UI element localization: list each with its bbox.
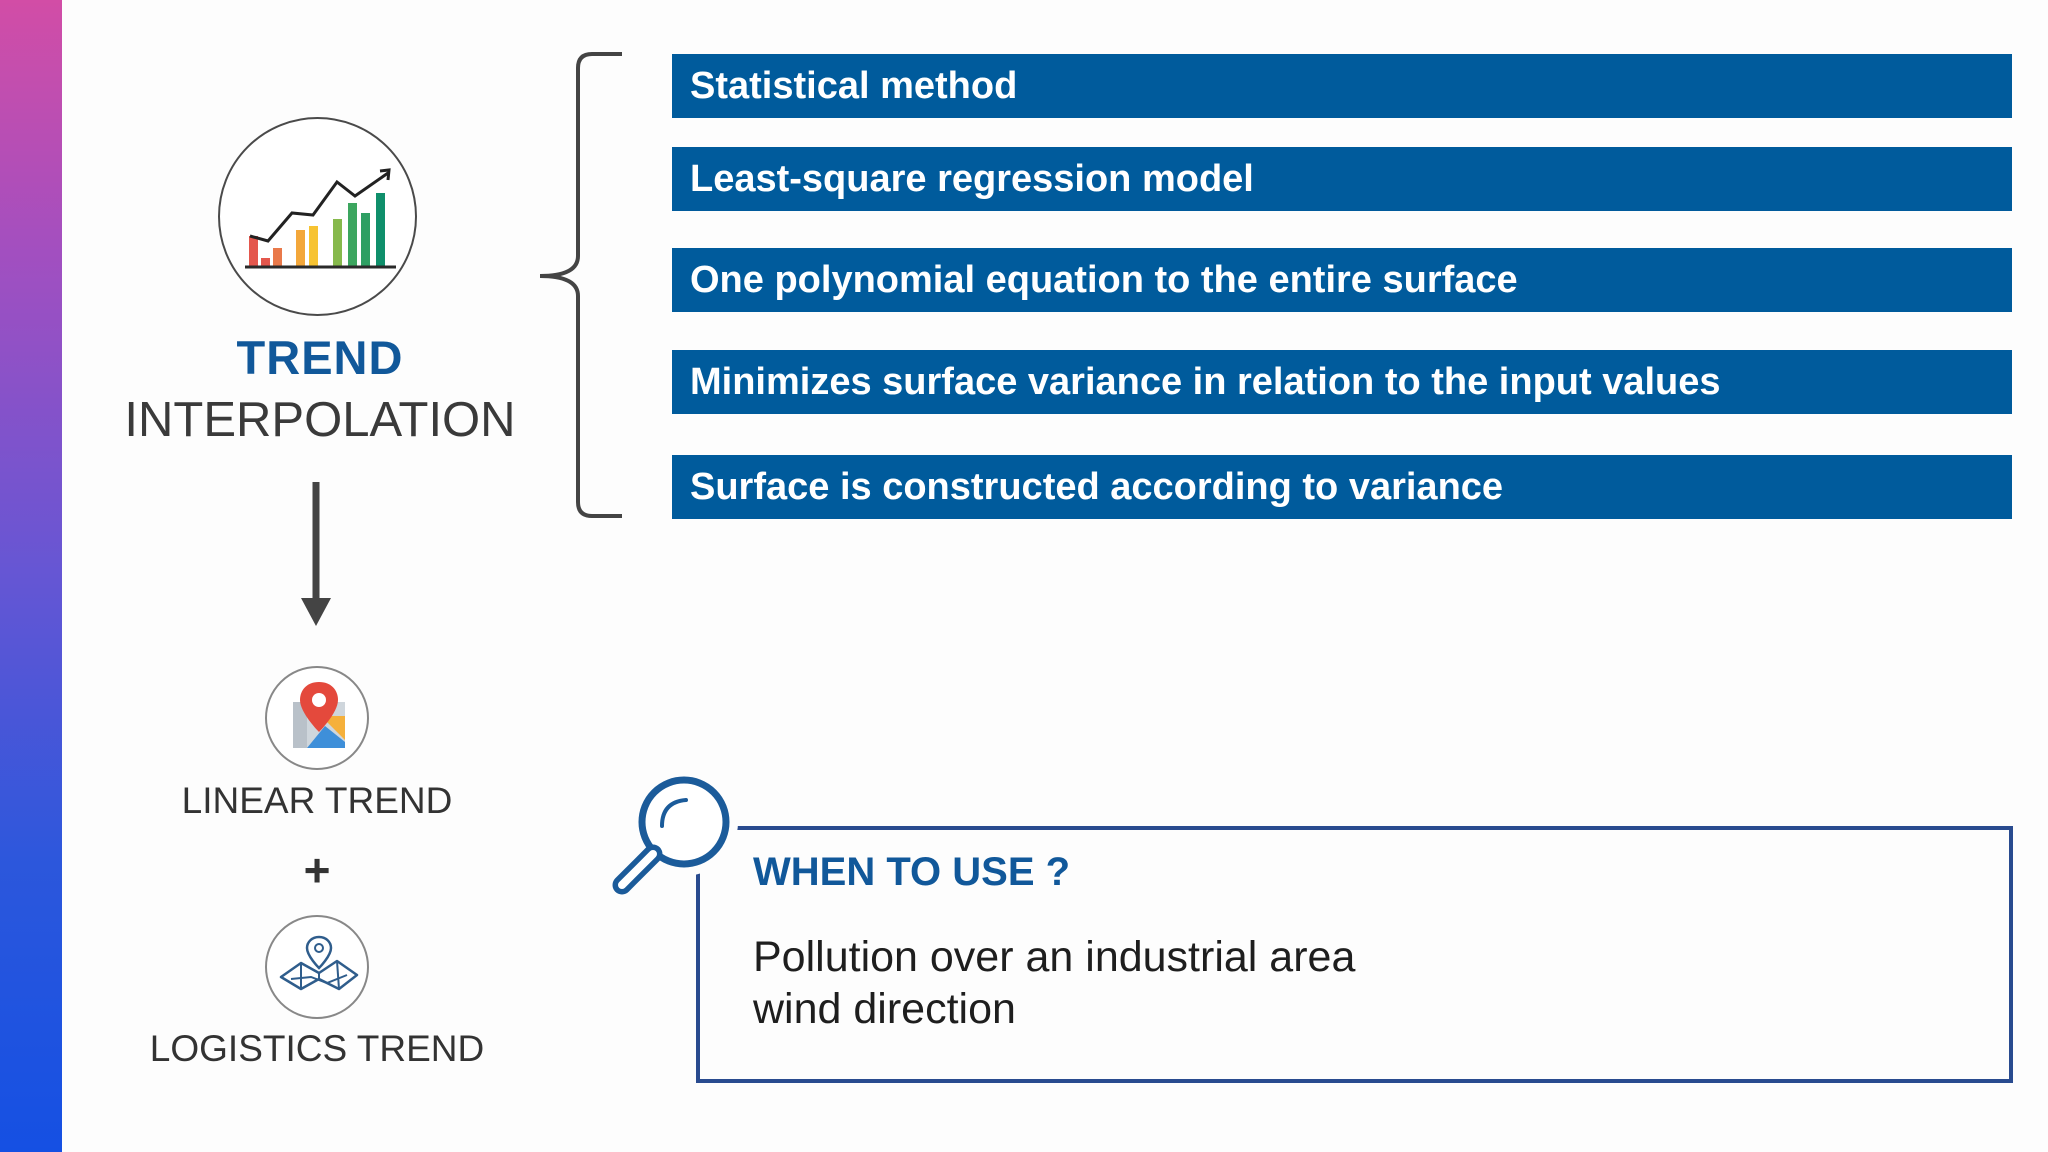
characteristic-bar: Statistical method <box>672 54 2012 118</box>
characteristic-bar: One polynomial equation to the entire su… <box>672 248 2012 312</box>
plus-sign: + <box>303 844 331 896</box>
map-pin-icon <box>293 682 345 748</box>
use-case-line: wind direction <box>753 985 1016 1033</box>
use-case-line: Pollution over an industrial area <box>753 933 1356 981</box>
bar-chart-trend-icon <box>245 168 396 269</box>
linear-trend-badge <box>265 666 369 770</box>
when-to-use-box: WHEN TO USE ? Pollution over an industri… <box>696 826 2013 1083</box>
trend-title: TREND <box>236 331 404 384</box>
left-gradient-bar <box>0 0 62 1152</box>
logistics-trend-label: LOGISTICS TREND <box>149 1028 485 1069</box>
interpolation-title: INTERPOLATION <box>124 393 516 447</box>
magnifier-icon <box>612 770 738 895</box>
logistics-trend-badge <box>265 915 369 1019</box>
linear-trend-label: LINEAR TREND <box>181 780 453 821</box>
when-to-use-title: WHEN TO USE ? <box>753 850 1071 894</box>
folded-map-icon <box>279 935 359 991</box>
down-arrow-icon <box>301 482 331 626</box>
characteristic-bar: Least-square regression model <box>672 147 2012 211</box>
trend-chart-badge <box>218 117 417 316</box>
characteristic-bar: Surface is constructed according to vari… <box>672 455 2012 519</box>
characteristic-bar: Minimizes surface variance in relation t… <box>672 350 2012 414</box>
when-to-use-text: Pollution over an industrial area wind d… <box>753 931 1355 1035</box>
curly-brace <box>539 52 622 518</box>
